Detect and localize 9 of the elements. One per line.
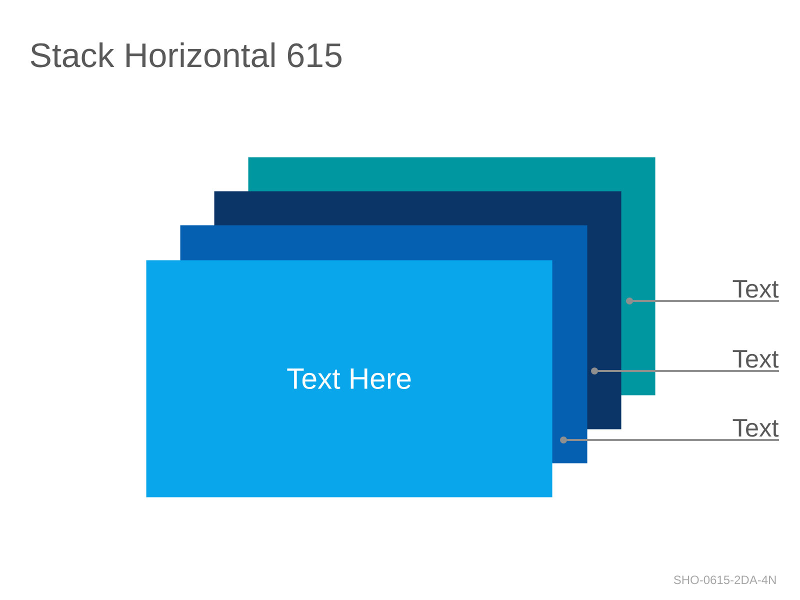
leader-line [633,300,779,302]
leader-line [567,439,779,441]
footer-code: SHO-0615-2DA-4N [674,576,776,584]
leader-line [598,370,779,372]
callout-text: Text [732,280,779,298]
title: Stack Horizontal 615 [30,42,342,68]
callout-text: Text [732,419,779,437]
callout-text: Text [732,350,779,368]
stacked-panel: Text Here [146,260,552,498]
